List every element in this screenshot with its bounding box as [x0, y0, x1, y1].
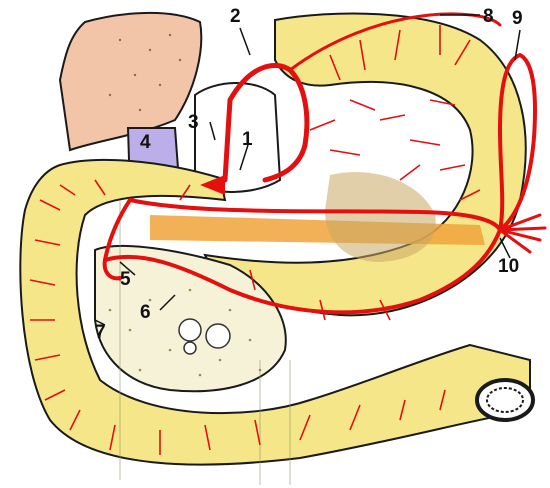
label-4: 4: [140, 132, 151, 153]
label-7: 7: [95, 322, 106, 343]
label-3: 3: [188, 112, 199, 133]
duodenum-lumen: [477, 380, 533, 420]
label-1: 1: [242, 129, 253, 150]
label-2: 2: [230, 6, 241, 27]
label-8: 8: [483, 6, 494, 27]
label-9: 9: [512, 8, 523, 29]
label-6: 6: [140, 302, 151, 323]
label-10: 10: [498, 256, 519, 277]
label-5: 5: [120, 269, 131, 290]
pancreas-tail-shadow: [325, 172, 436, 262]
